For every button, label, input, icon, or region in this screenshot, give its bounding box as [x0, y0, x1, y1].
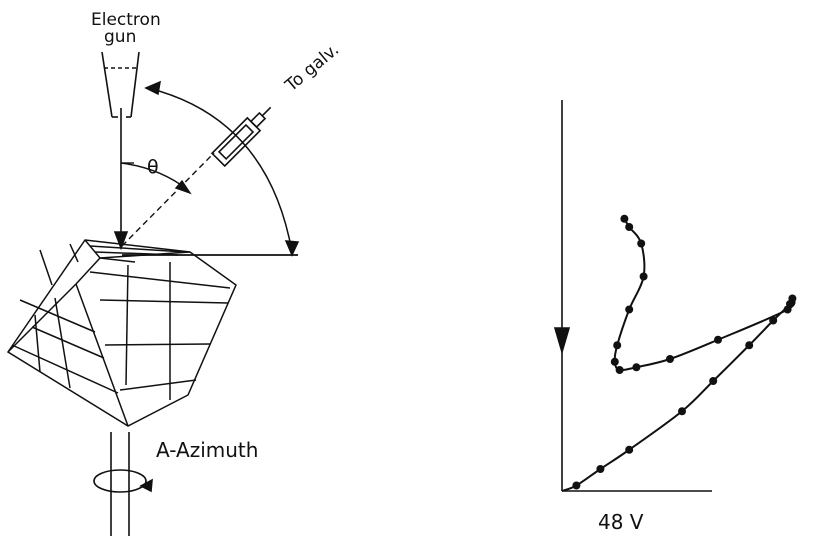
data-point: [666, 355, 674, 363]
data-point: [678, 407, 686, 416]
data-point: [639, 272, 648, 281]
data-point: [637, 239, 646, 248]
data-point: [615, 366, 624, 374]
electron-gun: [102, 52, 139, 117]
data-point: [572, 481, 581, 490]
intensity-curve: [562, 219, 795, 491]
data-point: [714, 335, 722, 344]
voltage-label: 48 V: [598, 510, 644, 534]
data-point: [613, 341, 622, 350]
electron-gun-label-line2: gun: [104, 27, 137, 47]
data-point: [620, 214, 629, 223]
polar-axes: [555, 100, 712, 491]
azimuth-label: A-Azimuth: [156, 438, 259, 462]
incident-beam: [115, 108, 127, 248]
data-point: [625, 223, 634, 231]
angle-arc: [146, 82, 298, 255]
data-point: [625, 305, 634, 314]
data-point: [632, 363, 641, 372]
theta-label: θ: [147, 156, 159, 178]
electron-gun-label-line1: Electron: [91, 10, 161, 30]
data-point: [625, 445, 634, 454]
scattered-beam: [122, 153, 214, 246]
data-point: [596, 465, 605, 473]
azimuth-rod: [94, 432, 152, 536]
data-point: [610, 357, 619, 366]
collector: [212, 101, 277, 166]
data-point: [769, 316, 778, 325]
crystal-cube: [8, 240, 236, 426]
data-point: [709, 377, 718, 385]
data-point: [783, 305, 792, 314]
theta-arc: [121, 163, 190, 193]
data-point: [788, 294, 797, 303]
data-point: [745, 341, 754, 350]
